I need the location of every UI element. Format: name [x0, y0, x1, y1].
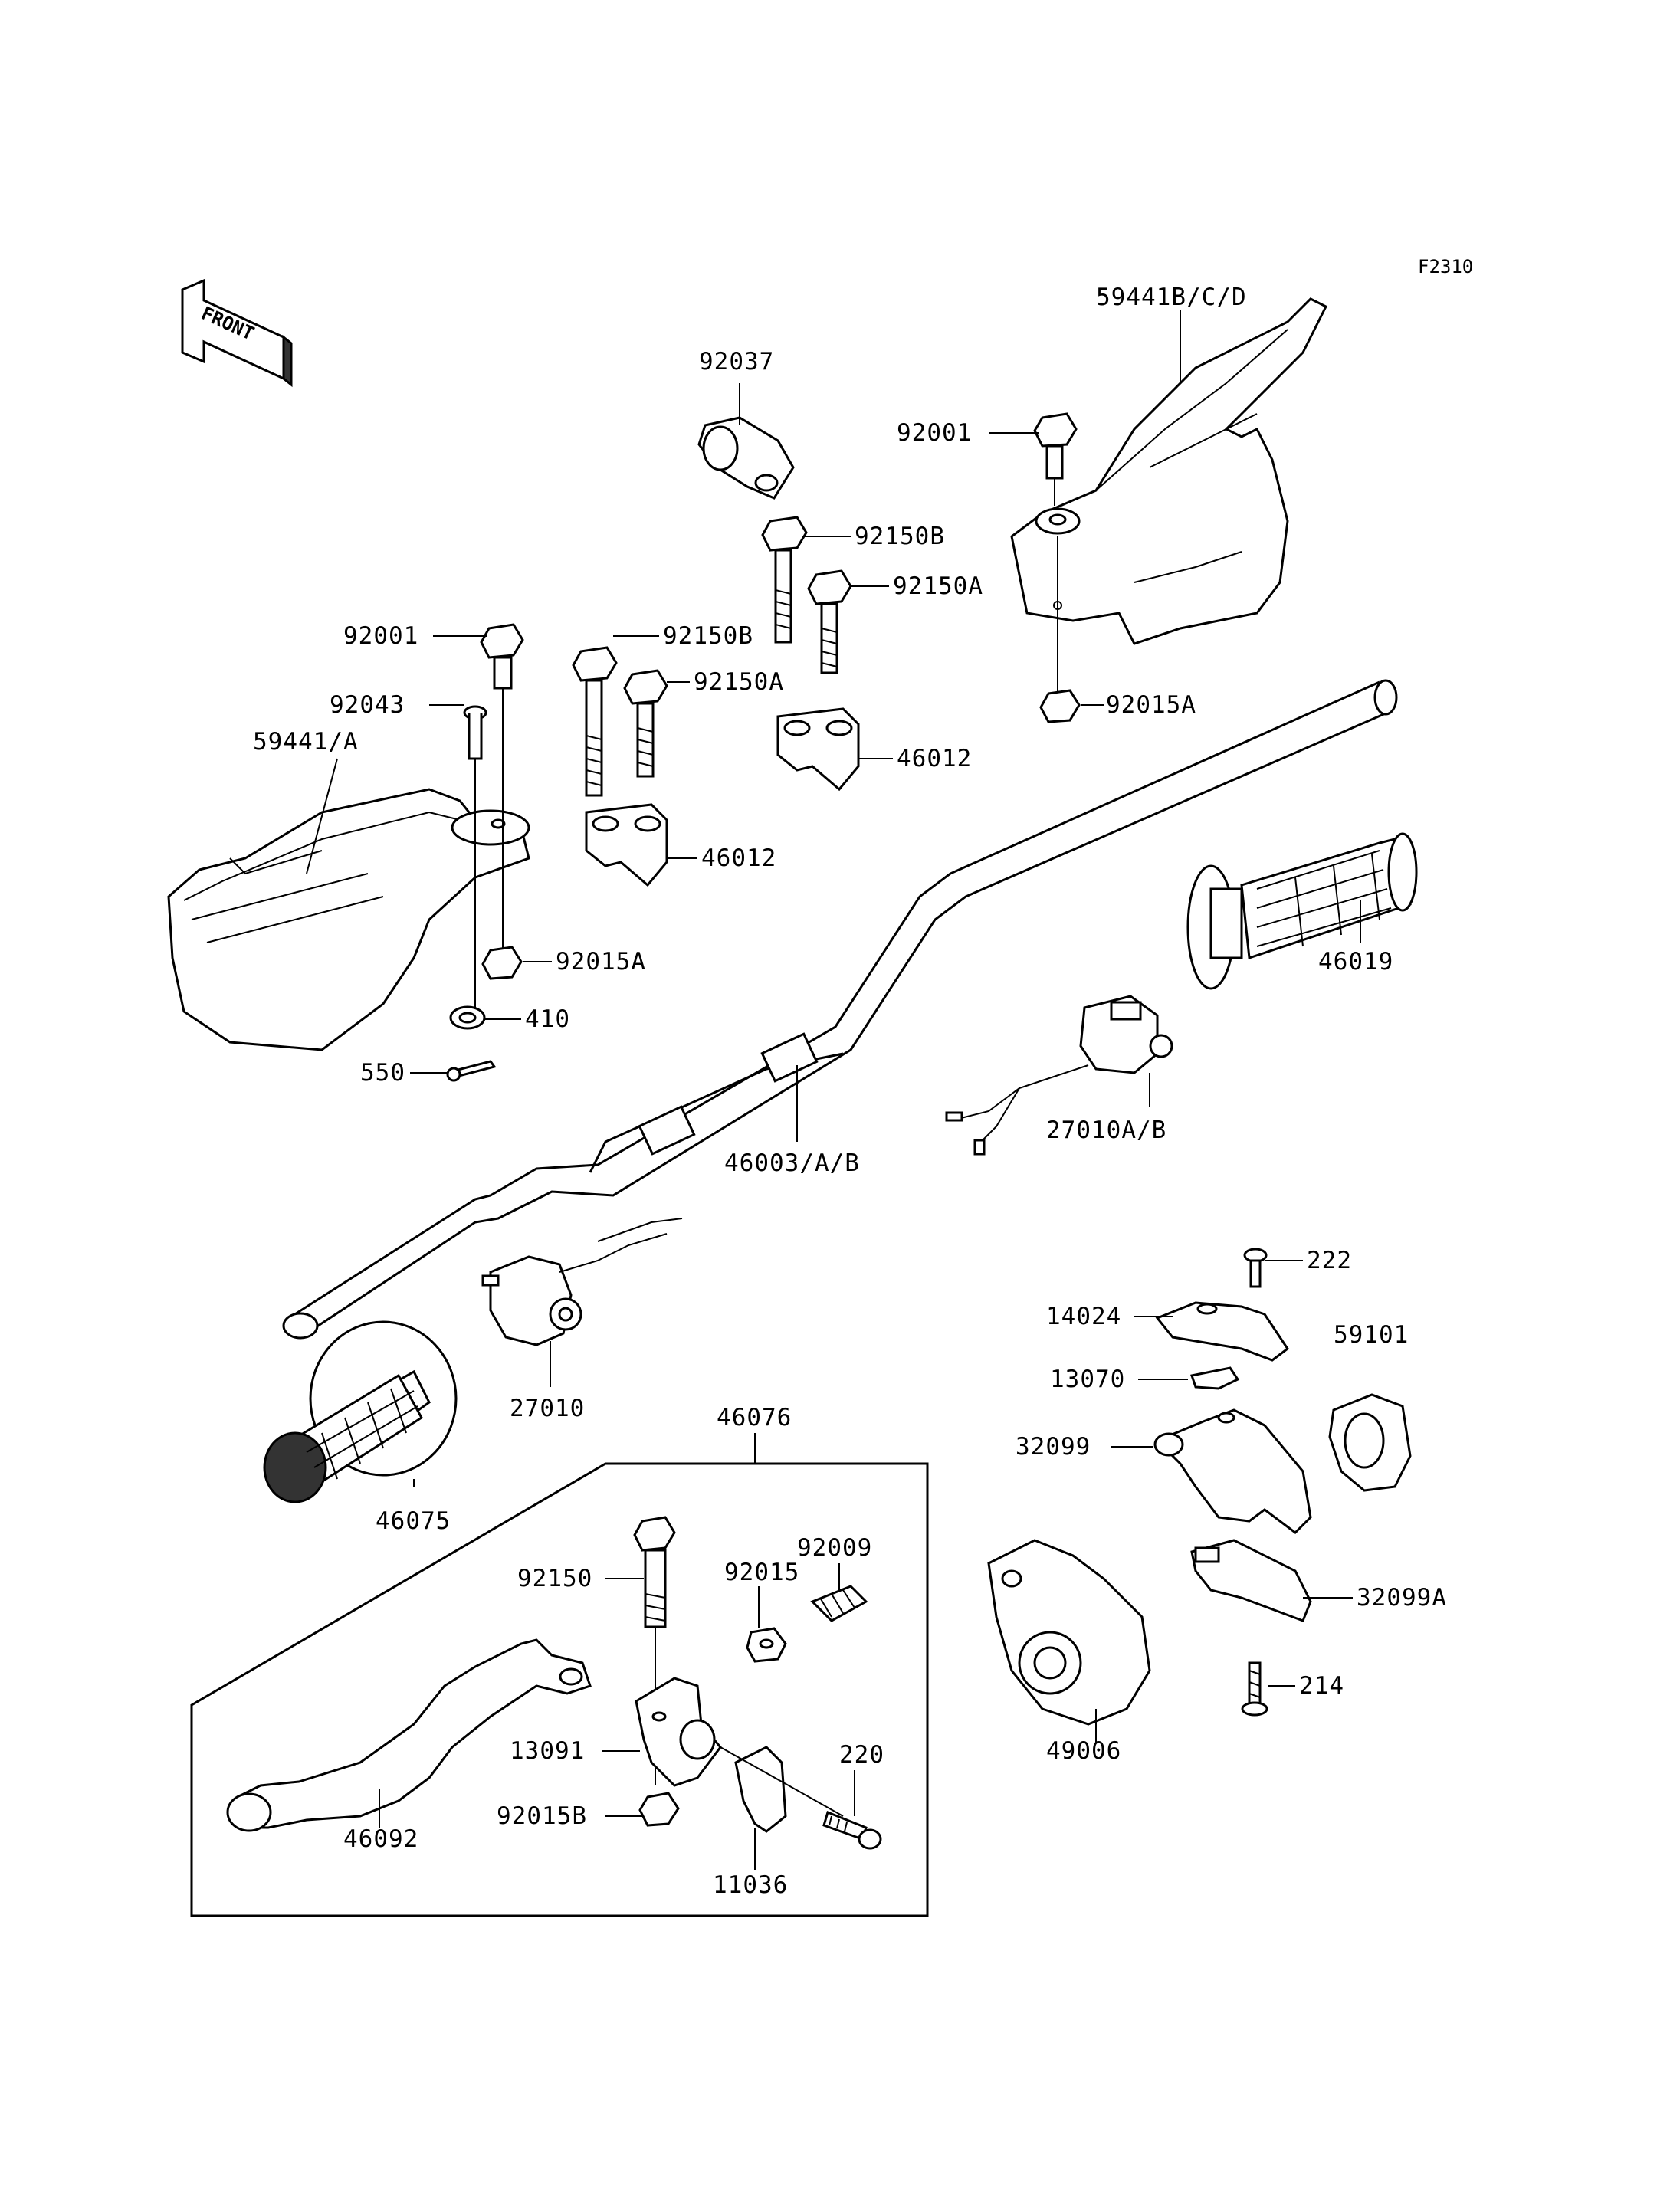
label-13070: 13070: [1050, 1366, 1125, 1393]
label-92015a-right: 92015A: [1106, 691, 1196, 719]
handlebar-46003: [282, 679, 1398, 1340]
label-92150: 92150: [517, 1565, 592, 1592]
label-92009: 92009: [797, 1534, 872, 1562]
handguard-left-59441a: [167, 788, 530, 1051]
grip-46075: [263, 1320, 458, 1503]
front-arrow-icon: FRONT: [181, 278, 293, 388]
clamp-92037: [697, 416, 795, 500]
label-214: 214: [1299, 1672, 1344, 1700]
label-92015a-left: 92015A: [556, 948, 646, 976]
label-46092: 46092: [343, 1825, 418, 1853]
label-550: 550: [360, 1059, 405, 1087]
label-32099: 32099: [1016, 1433, 1091, 1461]
bolt-92150b-lower: [572, 646, 618, 797]
housing-32099: [1153, 1408, 1312, 1534]
label-92150a-lower: 92150A: [694, 668, 784, 696]
label-49006: 49006: [1046, 1737, 1121, 1765]
label-92150b-upper: 92150B: [855, 523, 945, 550]
clamp-11036: [734, 1746, 787, 1833]
assembly-box-46076: [190, 1462, 929, 1917]
label-27010: 27010: [510, 1395, 585, 1422]
bolt-92150a-upper: [807, 569, 852, 674]
nut-92015b: [638, 1792, 680, 1827]
handguard-right-59441bcd: [1010, 297, 1328, 645]
label-46012-lower: 46012: [701, 844, 776, 872]
washer-410: [449, 1005, 486, 1030]
label-46012-upper: 46012: [897, 745, 972, 772]
bracket-13091: [635, 1677, 722, 1787]
label-92037: 92037: [699, 348, 774, 375]
clamp-46012-upper: [776, 707, 860, 792]
switch-27010ab: [945, 995, 1173, 1156]
label-32099a: 32099A: [1357, 1584, 1447, 1612]
bolt-92001-right: [1033, 412, 1078, 480]
housing-32099a: [1190, 1539, 1312, 1622]
cotter-pin-550: [446, 1060, 497, 1082]
nut-92015: [746, 1627, 787, 1663]
label-220: 220: [839, 1741, 884, 1769]
switch-27010: [481, 1218, 683, 1346]
bolt-92150: [633, 1516, 676, 1628]
part-labels: 59441B/C/D 92037 92001 92150B 92150A 921…: [253, 284, 1447, 1899]
screw-220: [822, 1810, 882, 1850]
bolt-92150a-lower: [623, 669, 668, 778]
nut-92015a-left: [481, 946, 523, 980]
clamp-46012-lower: [585, 803, 668, 887]
leader-lines: [306, 310, 1361, 1870]
bolt-92150b-upper: [761, 516, 808, 644]
figure-code: F2310: [1418, 256, 1473, 277]
label-92015: 92015: [724, 1559, 799, 1586]
screw-222: [1243, 1248, 1268, 1288]
pulley-59101: [1328, 1393, 1412, 1492]
label-410: 410: [525, 1005, 570, 1033]
label-59101: 59101: [1334, 1321, 1409, 1349]
label-59441a: 59441/A: [253, 728, 359, 756]
pin-92043: [463, 705, 487, 760]
label-46003ab: 46003/A/B: [724, 1149, 860, 1177]
label-14024: 14024: [1046, 1303, 1121, 1330]
housing-49006: [987, 1539, 1151, 1726]
nut-92015a-right: [1039, 689, 1081, 723]
label-92015b: 92015B: [497, 1802, 587, 1830]
label-92150a-upper: 92150A: [893, 572, 983, 600]
cover-14024: [1155, 1301, 1290, 1362]
label-46075: 46075: [376, 1507, 451, 1535]
label-46076: 46076: [717, 1404, 792, 1431]
clip-13070: [1190, 1366, 1240, 1390]
label-27010ab: 27010A/B: [1046, 1117, 1166, 1144]
adjuster-92009: [810, 1585, 868, 1622]
label-59441bcd: 59441B/C/D: [1096, 284, 1247, 311]
label-222: 222: [1307, 1247, 1352, 1274]
label-11036: 11036: [713, 1871, 788, 1899]
label-46019: 46019: [1318, 948, 1393, 976]
label-92043: 92043: [330, 691, 405, 719]
bolt-92001-left: [480, 623, 524, 690]
label-13091: 13091: [510, 1737, 585, 1765]
label-92001-left: 92001: [343, 622, 418, 650]
grip-46019: [1186, 832, 1418, 990]
screw-214: [1241, 1661, 1268, 1717]
label-92001-right: 92001: [897, 419, 972, 447]
label-92150b-lower: 92150B: [663, 622, 753, 650]
lever-46092: [226, 1638, 592, 1832]
